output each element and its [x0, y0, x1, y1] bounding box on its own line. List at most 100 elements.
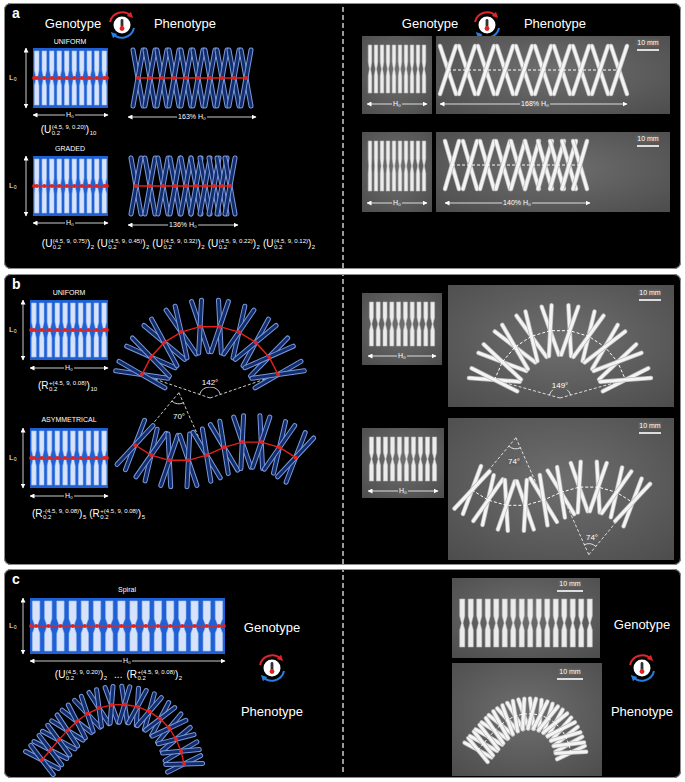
rod [78, 303, 83, 357]
rod [81, 696, 93, 731]
rod [459, 46, 475, 94]
rod-outline [199, 300, 202, 353]
section-heading: Phenotype [153, 17, 217, 31]
scale-label: 10 mm [558, 668, 581, 675]
formula-subscript: 0.2 [108, 244, 116, 250]
phenotype-photo-rods [440, 46, 627, 94]
hinge-dot [87, 456, 91, 460]
rod-outline [163, 750, 200, 754]
formula-superscript: (4.5, 9, 0.75) [53, 238, 87, 244]
formula-bracket: ) [87, 381, 90, 391]
rod [392, 45, 396, 93]
angle-label: 149° [551, 382, 570, 390]
rod [245, 346, 293, 368]
rod [368, 45, 372, 93]
rod [65, 159, 70, 213]
rod [502, 325, 528, 369]
hinge-dot [134, 184, 138, 188]
rod [528, 599, 533, 647]
formula-indices: (4.5, 9, 0.75)0.2 [53, 238, 87, 250]
formula-term: (U [208, 239, 219, 249]
rod [39, 303, 44, 357]
hinge-dot [144, 624, 148, 628]
formula-ellipsis: ... [114, 670, 122, 680]
hinge-dot [162, 340, 166, 344]
hinge-dot [29, 624, 33, 628]
rod [94, 303, 99, 357]
hinge-dot [50, 184, 54, 188]
phenotype-drawing [26, 686, 203, 774]
hinge-dot [48, 328, 52, 332]
hinge-dot [184, 76, 188, 80]
genotype-photo-rods [368, 45, 426, 93]
formula-repeat: 2 [179, 675, 182, 681]
section-heading: Phenotype [523, 17, 587, 31]
rod [502, 599, 507, 647]
rod [376, 437, 380, 481]
hinge-dot [94, 456, 98, 460]
genotype-drawing [32, 156, 109, 216]
hinge-dot [182, 762, 186, 766]
design-label: ASYMMETRICAL [40, 416, 97, 423]
phenotype-drawing [117, 416, 314, 487]
hinge-dot [63, 456, 67, 460]
formula-indices: (4.5, 9, 0.45)0.2 [108, 238, 142, 250]
rod-outline [459, 46, 475, 94]
design-formula: (U(4.5, 9, 0.75)0.2)2(U(4.5, 9, 0.45)0.2… [42, 238, 318, 250]
hinge-line [142, 327, 278, 375]
scale-label: 10 mm [638, 289, 661, 296]
rod-outline [126, 420, 145, 469]
rod [511, 599, 516, 647]
dimension-label: L₀ [8, 182, 18, 190]
formula-term: (U [42, 239, 53, 249]
hinge-dot [105, 76, 109, 80]
angle-label: 70° [172, 413, 186, 421]
formula-bracket: ) [308, 239, 311, 249]
hinge-dot [148, 76, 152, 80]
rod [193, 432, 220, 478]
formula-subscript: 0.2 [53, 244, 61, 250]
section-heading: Genotype [243, 621, 301, 635]
hinge-dot [149, 453, 153, 457]
hinge-dot [179, 330, 183, 334]
rod-outline [554, 46, 570, 94]
rod [39, 735, 62, 764]
figure-panel: a [4, 3, 681, 269]
rod [374, 141, 378, 191]
hinge-dot [80, 184, 84, 188]
design-label: Spiral [117, 586, 137, 593]
rod [519, 599, 524, 647]
hinge-dot [278, 445, 282, 449]
dimension-label: H₀ [65, 111, 75, 118]
rod [146, 708, 175, 731]
hinge-dot [149, 355, 153, 359]
cooling-arrow [633, 671, 654, 681]
hinge-dot [205, 453, 209, 457]
rod [392, 141, 396, 191]
rod [422, 45, 426, 93]
rod-outline [615, 484, 650, 521]
hinge-dot [217, 624, 221, 628]
rod [460, 599, 465, 647]
hinge-line [135, 442, 296, 460]
hinge-dot [107, 624, 111, 628]
formula-repeat: 2 [312, 244, 315, 250]
rod [374, 45, 378, 93]
rod-outline [31, 745, 53, 774]
rod [404, 45, 408, 93]
rod [554, 46, 570, 94]
hinge-dot [35, 76, 39, 80]
hinge-dot [194, 184, 198, 188]
formula-superscript: +(4.5, 9, 0.08) [137, 669, 175, 675]
rod [48, 725, 70, 755]
hinge-dot [196, 76, 200, 80]
rod-outline [136, 433, 166, 477]
scale-label: 10 mm [636, 135, 659, 142]
formula-term: (R [32, 509, 43, 519]
rod-outline [473, 479, 502, 521]
rod [72, 51, 77, 105]
design-formula: (U(4.5, 9, 0.20)0.2)2...(R+(4.5, 9, 0.08… [55, 669, 185, 681]
hinge-dot [208, 76, 212, 80]
hinge-dot [259, 440, 263, 444]
